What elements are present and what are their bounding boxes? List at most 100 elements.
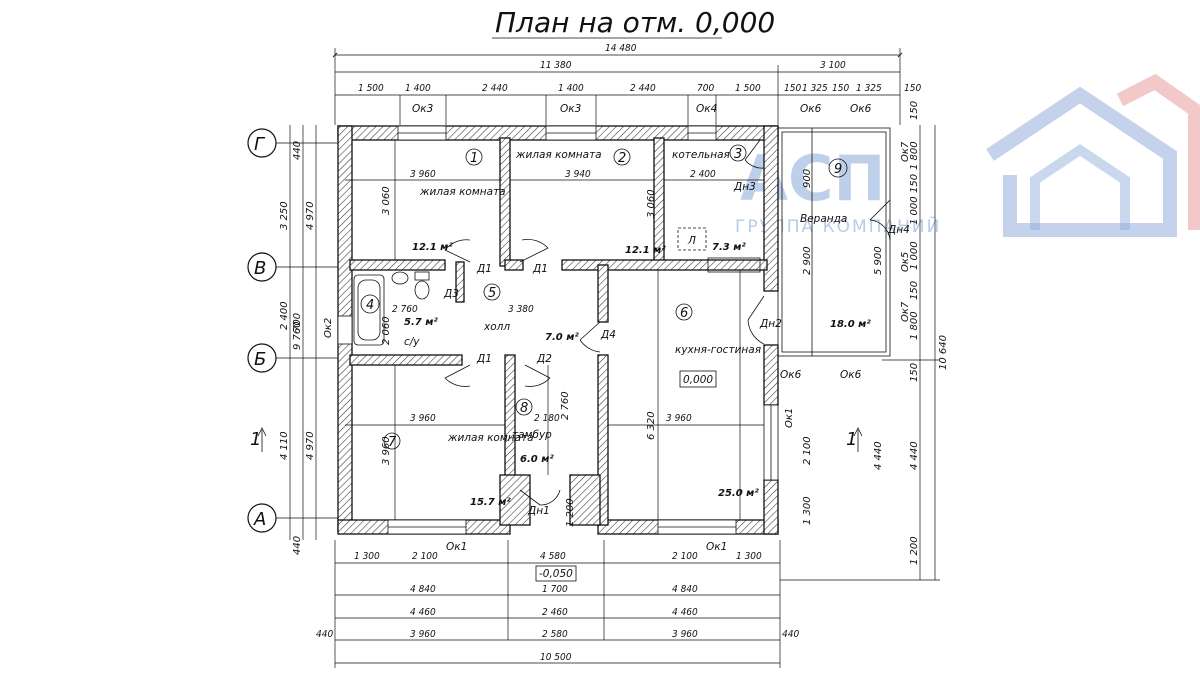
room-8-name: тамбур	[512, 429, 552, 441]
dim-tam-w: 2 180	[534, 413, 560, 424]
door-dn4: Дн4	[887, 224, 910, 236]
plan-title: План на отм. 0,000	[495, 6, 775, 39]
dim-top-row3-item: 2 440	[630, 83, 656, 94]
right-dimensions: 150 1 800 150 1 000 1 000 150 1 800 150 …	[780, 101, 949, 581]
window-ok7-b: Ок7	[900, 301, 911, 322]
door-dn1: Дн1	[527, 505, 550, 517]
dim-right-150d: 150	[909, 363, 920, 382]
axis-v-label: В	[254, 258, 266, 279]
dim-b4-440b: 440	[782, 629, 799, 640]
door-d4: Д4	[600, 329, 616, 341]
dim-left-9760: 9 760	[292, 321, 303, 350]
logo-house-inner-icon	[1030, 143, 1130, 230]
dim-b4-2580: 2 580	[542, 629, 568, 640]
door-labels: Д1 Д1 Д1 Д2 Д3 Д4 Дн1 Дн2 Дн3 Дн4	[443, 181, 910, 517]
dim-top-row3-item: 150	[784, 83, 801, 94]
dim-b4-3960a: 3 960	[410, 629, 436, 640]
door-dn3: Дн3	[733, 181, 756, 193]
dim-left-3250: 3 250	[279, 201, 290, 230]
room-3-name: котельная	[672, 149, 730, 161]
dim-veranda-top: 3 100	[820, 60, 846, 71]
window-ok6-d: Ок6	[840, 369, 862, 381]
dim-top-row3-item: 1 400	[558, 83, 584, 94]
axis-a-label: А	[253, 509, 266, 530]
dim-r7-h: 3 960	[381, 436, 392, 465]
dim-v-4440: 4 440	[873, 441, 884, 470]
dim-right-10640: 10 640	[938, 335, 949, 370]
dim-b4-3960b: 3 960	[672, 629, 698, 640]
room-5-num: 5	[488, 286, 496, 301]
room-7-area: 15.7 м²	[470, 497, 511, 508]
room-2-area: 12.1 м²	[625, 245, 666, 256]
dim-b2-4840b: 4 840	[672, 584, 698, 595]
dim-b3-4460b: 4 460	[672, 607, 698, 618]
inner-dimensions: 3 960 3 060 3 940 3 060 2 400 3 380 2 76…	[381, 169, 884, 527]
room-7-name: жилая комната	[447, 432, 534, 444]
toilet	[414, 280, 430, 300]
dim-b1-1300b: 1 300	[736, 551, 762, 562]
dim-b1-ok1a: Ок1	[446, 541, 467, 553]
section-mark-left: 1	[250, 429, 261, 450]
room-5-area: 7.0 м²	[545, 332, 579, 343]
dim-b4-440a: 440	[316, 629, 333, 640]
window-ok2: Ок2	[323, 318, 334, 338]
dim-ver-h2: 2 900	[802, 246, 813, 275]
room-1-name: жилая комната	[419, 186, 506, 198]
logo-subtitle: ГРУППА КОМПАНИЙ	[735, 215, 941, 237]
dim-wc-h: 2 060	[381, 316, 392, 345]
room-6-area: 25.0 м²	[718, 488, 759, 499]
room-3-num: 3	[734, 147, 742, 162]
room-2-num: 2	[618, 151, 626, 166]
window-ok7-a: Ок7	[900, 141, 911, 162]
room-4-area: 5.7 м²	[404, 317, 438, 328]
left-dimensions: 440 3 250 4 970 2 400 9 760 4 110 4 970 …	[279, 125, 317, 555]
dim-left-700: 700	[292, 313, 303, 332]
dim-b1-2100b: 2 100	[672, 551, 698, 562]
window-ok1-side: Ок1	[784, 408, 795, 428]
window-ok3-b: Ок3	[560, 103, 581, 115]
dim-r7-w: 3 960	[410, 413, 436, 424]
window-ok6-b: Ок6	[850, 103, 872, 115]
room-6-num: 6	[680, 306, 688, 321]
logo-house-red-icon	[1116, 73, 1200, 230]
door-dn2: Дн2	[759, 318, 782, 330]
window-ok6-a: Ок6	[800, 103, 822, 115]
doors	[444, 139, 891, 506]
window-ok4: Ок4	[696, 103, 717, 115]
axis-b-label: Б	[254, 349, 266, 370]
dim-top-row3-item: 150	[904, 83, 921, 94]
fixtures: Л	[353, 227, 761, 346]
boiler-mark: Л	[687, 235, 696, 247]
room-4-num: 4	[366, 298, 374, 313]
room-7-num: 7	[388, 435, 397, 450]
dim-kit-w: 3 960	[666, 413, 692, 424]
room-3-area: 7.3 м²	[712, 242, 746, 253]
room-labels: 1 жилая комната 12.1 м² 2 жилая комната …	[360, 144, 871, 508]
dim-top-row3-item: 1 325	[802, 83, 828, 94]
dim-left-4970a: 4 970	[305, 201, 316, 230]
dim-top-row3-item: 700	[697, 83, 714, 94]
side-window-labels: Ок2 Ок1 Ок7 Ок5 Ок7 Ок6 Ок6	[323, 141, 911, 428]
axis-markers: Г В Б А 1 1	[247, 128, 863, 533]
dim-r2-w: 3 940	[565, 169, 591, 180]
dim-right-150c: 150	[909, 281, 920, 300]
window-ok3-a: Ок3	[412, 103, 433, 115]
windows	[337, 125, 779, 535]
dim-v-2100: 2 100	[802, 436, 813, 465]
top-window-labels: Ок3 Ок3 Ок4 Ок6 Ок6	[399, 95, 872, 125]
stove	[707, 257, 761, 273]
dim-r3-w: 2 400	[690, 169, 716, 180]
dim-r1-h: 3 060	[381, 186, 392, 215]
bottom-dimensions: 1 300 2 100 Ок1 4 580 Ок1 2 100 1 300 -0…	[316, 540, 799, 668]
dim-top-row3-item: 1 400	[405, 83, 431, 94]
grid-lines	[345, 140, 764, 520]
dim-hall-w: 3 380	[508, 304, 534, 315]
dim-right-1800b: 1 800	[909, 311, 920, 340]
dim-b5-total: 10 500	[540, 652, 572, 663]
level-entry: -0,050	[539, 568, 573, 580]
dim-main-top: 11 380	[540, 60, 572, 71]
door-d3: Д3	[443, 288, 459, 300]
room-1-area: 12.1 м²	[412, 242, 453, 253]
dim-top-row3-item: 1 500	[358, 83, 384, 94]
room-9-num: 9	[834, 162, 842, 177]
